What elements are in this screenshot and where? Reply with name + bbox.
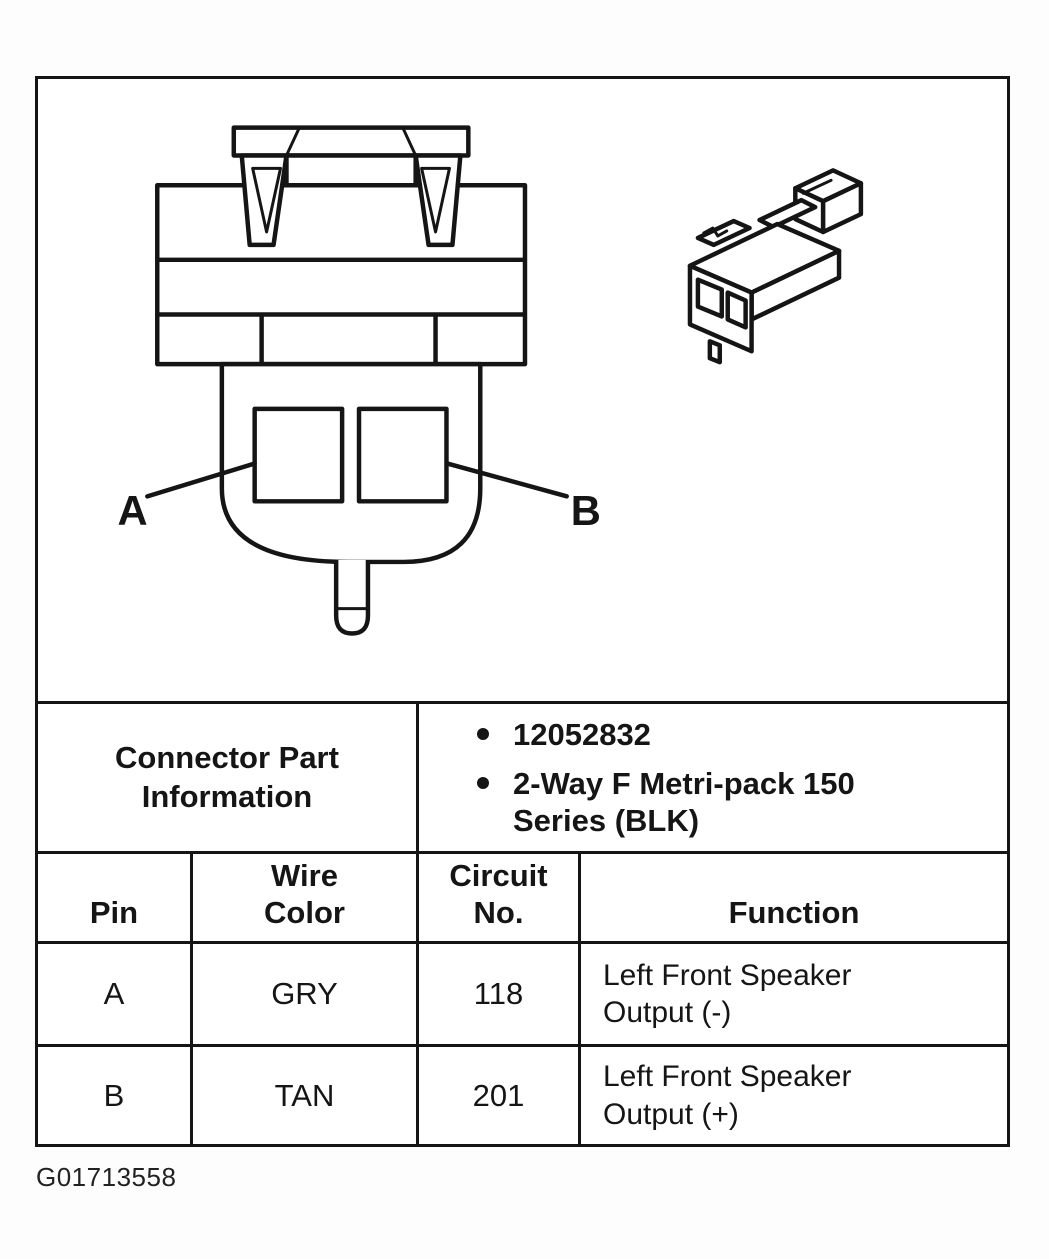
part-series: 2-Way F Metri-pack 150 Series (BLK) [513,765,855,839]
circuit-no-value: 201 [472,1077,525,1113]
iso-tab-detail [801,178,833,195]
connector-stem [333,559,371,636]
wire-color-cell: GRY [193,944,419,1044]
pin-a-label: A [118,487,148,534]
function-value: Left Front Speaker Output (-) [603,958,852,1030]
header-circuit-no-label: Circuit No. [449,857,548,930]
latch-cross-bar [284,153,418,188]
pin-cell: A [38,944,193,1044]
header-circuit-no: Circuit No. [419,854,581,941]
table-row: B TAN 201 Left Front Speaker Output (+) [38,1044,1007,1144]
connector-front-view: A B [118,125,601,636]
part-series-item: 2-Way F Metri-pack 150 Series (BLK) [477,765,1007,839]
circuit-no-cell: 201 [419,1047,581,1144]
header-function-label: Function [728,894,860,930]
header-wire-color-label: Wire Color [264,857,345,930]
wire-color-cell: TAN [193,1047,419,1144]
diagram-frame: A B [35,76,1010,1147]
iso-latch-notch [702,226,729,238]
iso-cavity-2 [725,290,748,330]
latch-right-wing-detail [420,166,451,234]
latch-left-wing-detail [251,166,282,234]
part-number: 12052832 [513,716,651,752]
figure-id: G01713558 [36,1162,177,1192]
latch-accent-right [401,126,418,157]
pin-b-leader-line [445,461,569,499]
pin-b-label: B [571,487,601,534]
circuit-no-value: 118 [473,976,524,1011]
header-pin: Pin [38,854,193,941]
pin-cavity-b [356,406,449,504]
iso-blade [757,197,818,230]
connector-drawing: A B [38,79,1007,701]
pin-value: B [103,1077,125,1113]
wire-color-value: TAN [274,1077,335,1113]
circuit-no-cell: 118 [419,944,581,1044]
part-info-label: Connector Part Information [115,739,339,814]
pin-a-leader-line [145,461,257,499]
function-cell: Left Front Speaker Output (-) [581,944,1007,1044]
header-wire-color: Wire Color [193,854,419,941]
connector-drawing-svg: A B [118,125,864,636]
iso-bottom-pin [707,339,723,365]
bullet-icon [477,776,489,789]
connector-iso-view [687,168,864,365]
part-info-values-cell: 12052832 2-Way F Metri-pack 150 Series (… [419,704,1007,851]
latch-top-bar [231,125,471,158]
function-cell: Left Front Speaker Output (+) [581,1047,1007,1144]
part-info-label-cell: Connector Part Information [38,704,419,851]
connector-latch [231,125,471,248]
pin-value: A [103,976,125,1011]
latch-left-wing [239,153,289,248]
function-value: Left Front Speaker Output (+) [603,1060,852,1131]
table-header-row: Pin Wire Color Circuit No. Function [38,851,1007,941]
wire-color-value: GRY [271,976,338,1011]
part-info-row: Connector Part Information 12052832 2-Wa… [38,701,1007,851]
header-function: Function [581,854,1007,941]
iso-cavity-1 [695,277,725,319]
pin-cell: B [38,1047,193,1144]
latch-accent-left [284,126,301,157]
iso-tab-side [820,181,864,235]
latch-right-wing [413,153,463,248]
header-pin-label: Pin [89,894,139,930]
connector-body [155,183,528,367]
pin-cavity-a [252,406,345,504]
part-number-item: 12052832 [477,716,1007,753]
bullet-icon [477,727,489,740]
table-row: A GRY 118 Left Front Speaker Output (-) [38,941,1007,1044]
